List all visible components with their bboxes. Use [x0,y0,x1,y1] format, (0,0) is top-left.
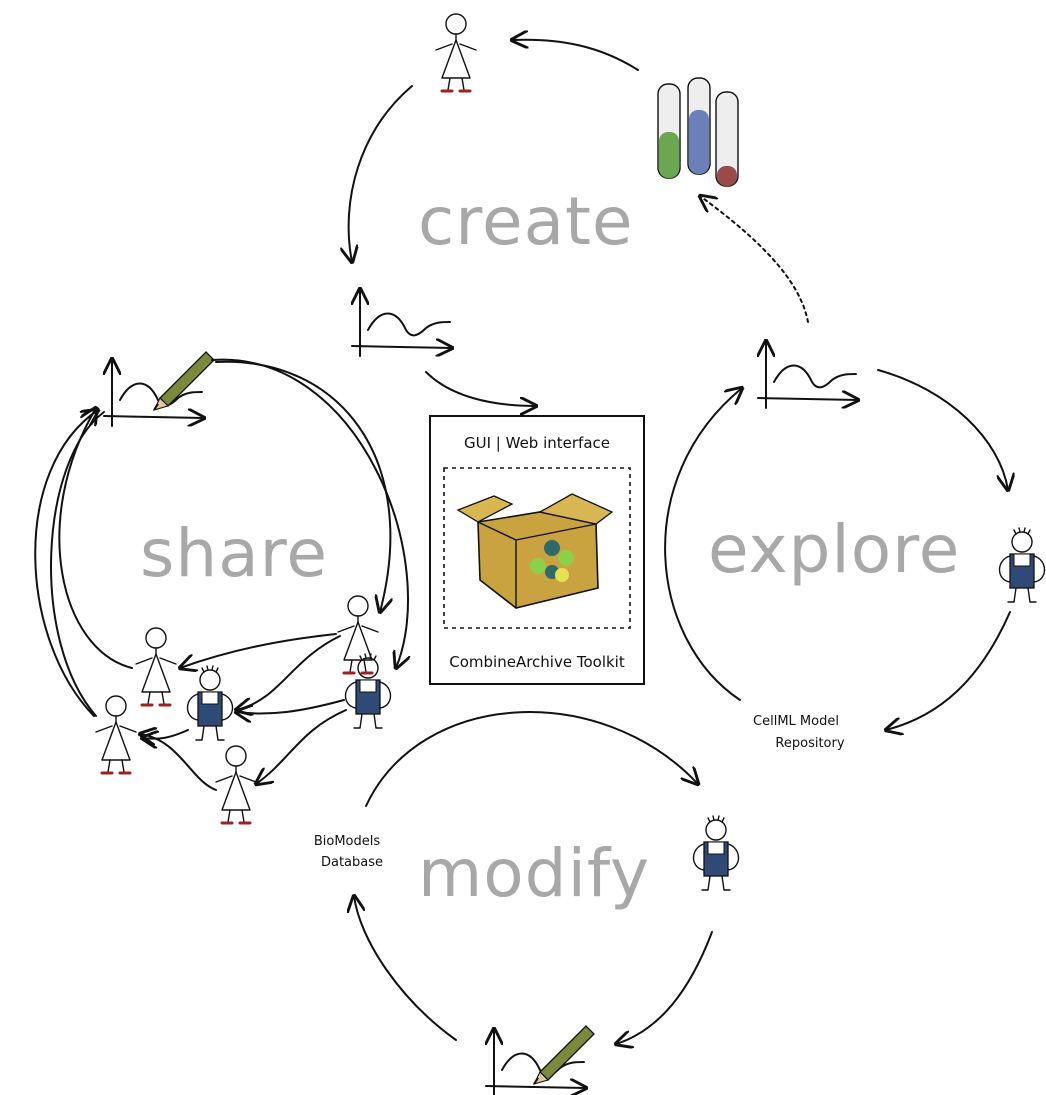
phase-create-label: create [418,183,634,260]
cellml-label-line2: Repository [775,736,844,751]
share-arrows [34,358,408,791]
model-graph-icon [352,289,452,356]
phase-modify-label: modify [418,835,650,912]
share-recipient-worker-2 [186,665,234,741]
arrow-tubes-to-creator [512,40,639,71]
phase-explore-label: explore [708,511,960,588]
share-recipient-girl-2 [134,626,178,707]
pencil-icon [533,1025,595,1085]
arrow-biomodels-to-modifier [365,711,698,807]
arrow-graph-to-explorer [877,369,1008,490]
share-recipient-worker-1 [344,653,392,729]
phase-share-label: share [140,515,328,592]
cellml-label-line1: CellML Model [753,714,839,729]
toolkit-panel[interactable]: GUI | Web interface CombineArchive Toolk… [429,415,645,685]
scientist-girl-icon [434,12,478,93]
explorer-worker-icon [998,527,1046,603]
arrow-modifier-to-graph [616,931,713,1044]
biomodels-label-line1: BioModels [314,834,381,849]
share-recipient-girl-4 [214,744,258,825]
biomodels-label-line2: Database [321,855,383,870]
arrow-cellml-to-graph [664,388,742,701]
modified-graph-icon [486,1029,586,1095]
share-pencil-icon [153,351,215,411]
arrow-model-to-toolkit [425,371,536,406]
share-recipient-girl-1 [336,594,380,675]
archive-box-icon [456,493,614,609]
toolkit-bottom-label: CombineArchive Toolkit [449,653,625,671]
arrow-creator-to-model [349,85,413,262]
modifier-worker-icon [692,815,740,891]
test-tubes-icon [657,77,739,187]
arrow-explorer-to-cellml [886,611,1011,730]
explored-graph-icon [758,341,858,408]
toolkit-top-label: GUI | Web interface [464,434,610,452]
share-recipient-girl-3 [94,694,138,775]
arrow-graph-to-biomodels [354,896,457,1041]
dashed-arrow-to-tubes [700,196,809,323]
